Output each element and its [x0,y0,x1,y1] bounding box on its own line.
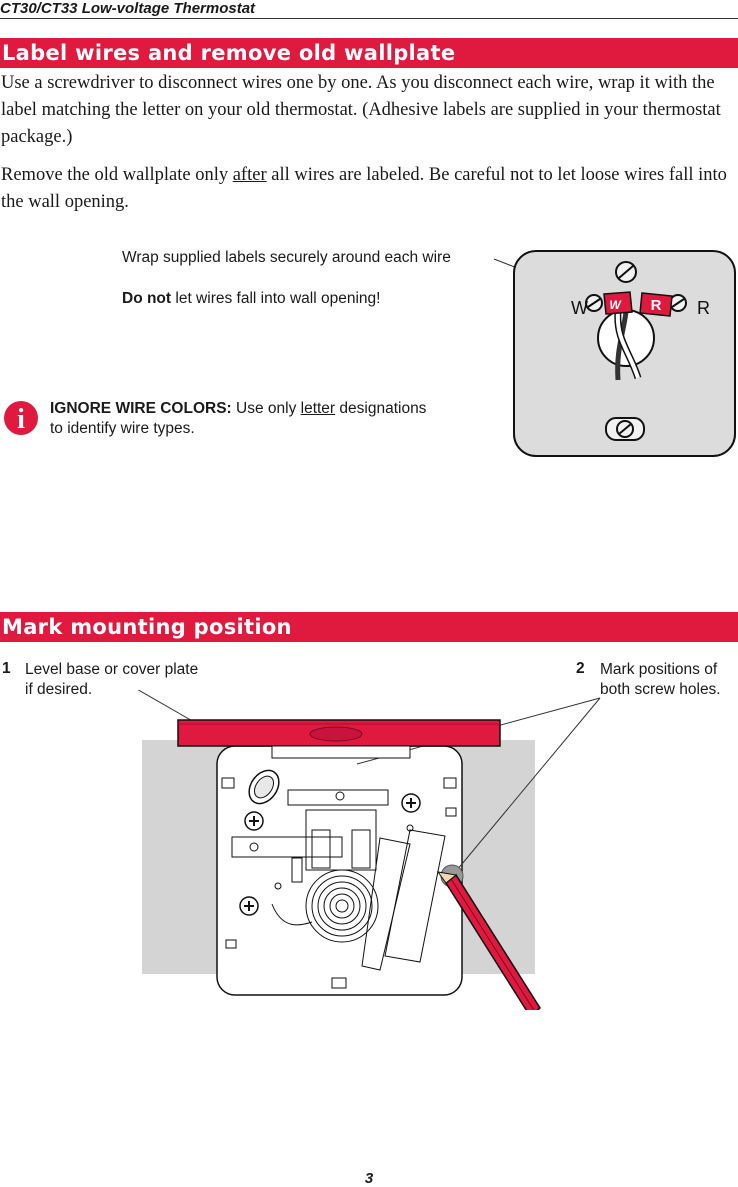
level-icon [177,719,501,759]
screw-hole-top-icon [248,769,280,805]
running-header: CT30/CT33 Low-voltage Thermostat [0,0,256,17]
page-number: 3 [364,1170,374,1187]
base-screw-lower-icon [239,896,259,916]
wire-label-w-text: W [609,298,622,312]
intro-paragraph: Use a screwdriver to disconnect wires on… [1,73,721,147]
remove-text-after: after [232,165,267,185]
mounting-illustration [137,690,601,1010]
do-not-callout: Do not let wires fall into wall opening! [122,290,380,308]
step-2-line-1: Mark positions of [600,661,718,678]
wallplate-illustration: W R W R [493,250,736,457]
do-not-rest: let wires fall into wall opening! [171,290,381,307]
step-2-line-2: both screw holes. [600,681,721,698]
ignore-wire-colors-note: IGNORE WIRE COLORS: Use only letter desi… [50,399,426,439]
base-screw-right-icon [401,793,421,813]
terminal-w-screw-icon [585,294,603,312]
wire-label-r [639,292,673,317]
remove-text-b: all wires are labeled. Be careful not to… [1,165,727,212]
terminal-r-label: R [697,298,710,318]
pencil-icon [436,871,541,1010]
step-1-line-1: Level base or cover plate [25,661,199,678]
ignore-bold: IGNORE WIRE COLORS: [50,400,232,417]
remove-paragraph: Remove the old wallplate only after all … [1,162,737,216]
bottom-screw-icon [605,417,645,441]
step-2-number: 2 [576,660,585,677]
wire-label-r-text: R [651,297,662,314]
wrap-label-callout: Wrap supplied labels securely around eac… [122,249,451,266]
section-title-label-wires: Label wires and remove old wallplate [0,38,738,68]
section-title-mark-mounting: Mark mounting position [0,612,738,642]
info-icon: i [3,400,39,436]
thermostat-mechanism [221,777,457,989]
step-2-text: Mark positions of both screw holes. [600,660,721,700]
ignore-t3: to identify wire types. [50,420,195,437]
info-glyph: i [17,404,25,435]
wire-label-w [603,291,633,315]
ignore-t1: Use only [231,400,301,417]
step-1-line-2: if desired. [25,681,93,698]
do-not-bold: Do not [122,290,172,307]
remove-text-a: Remove the old wallplate only [1,165,233,185]
step-1-number: 1 [2,660,11,677]
terminal-w-label: W [571,298,588,318]
base-screw-left-icon [244,811,264,831]
top-screw-icon [615,261,637,283]
header-rule [0,18,738,19]
step-2-leader-b [451,697,601,877]
wire-white [615,311,640,379]
ignore-t2: designations [335,400,427,417]
ignore-letter: letter [300,400,336,417]
step-1-text: Level base or cover plate if desired. [25,660,198,700]
